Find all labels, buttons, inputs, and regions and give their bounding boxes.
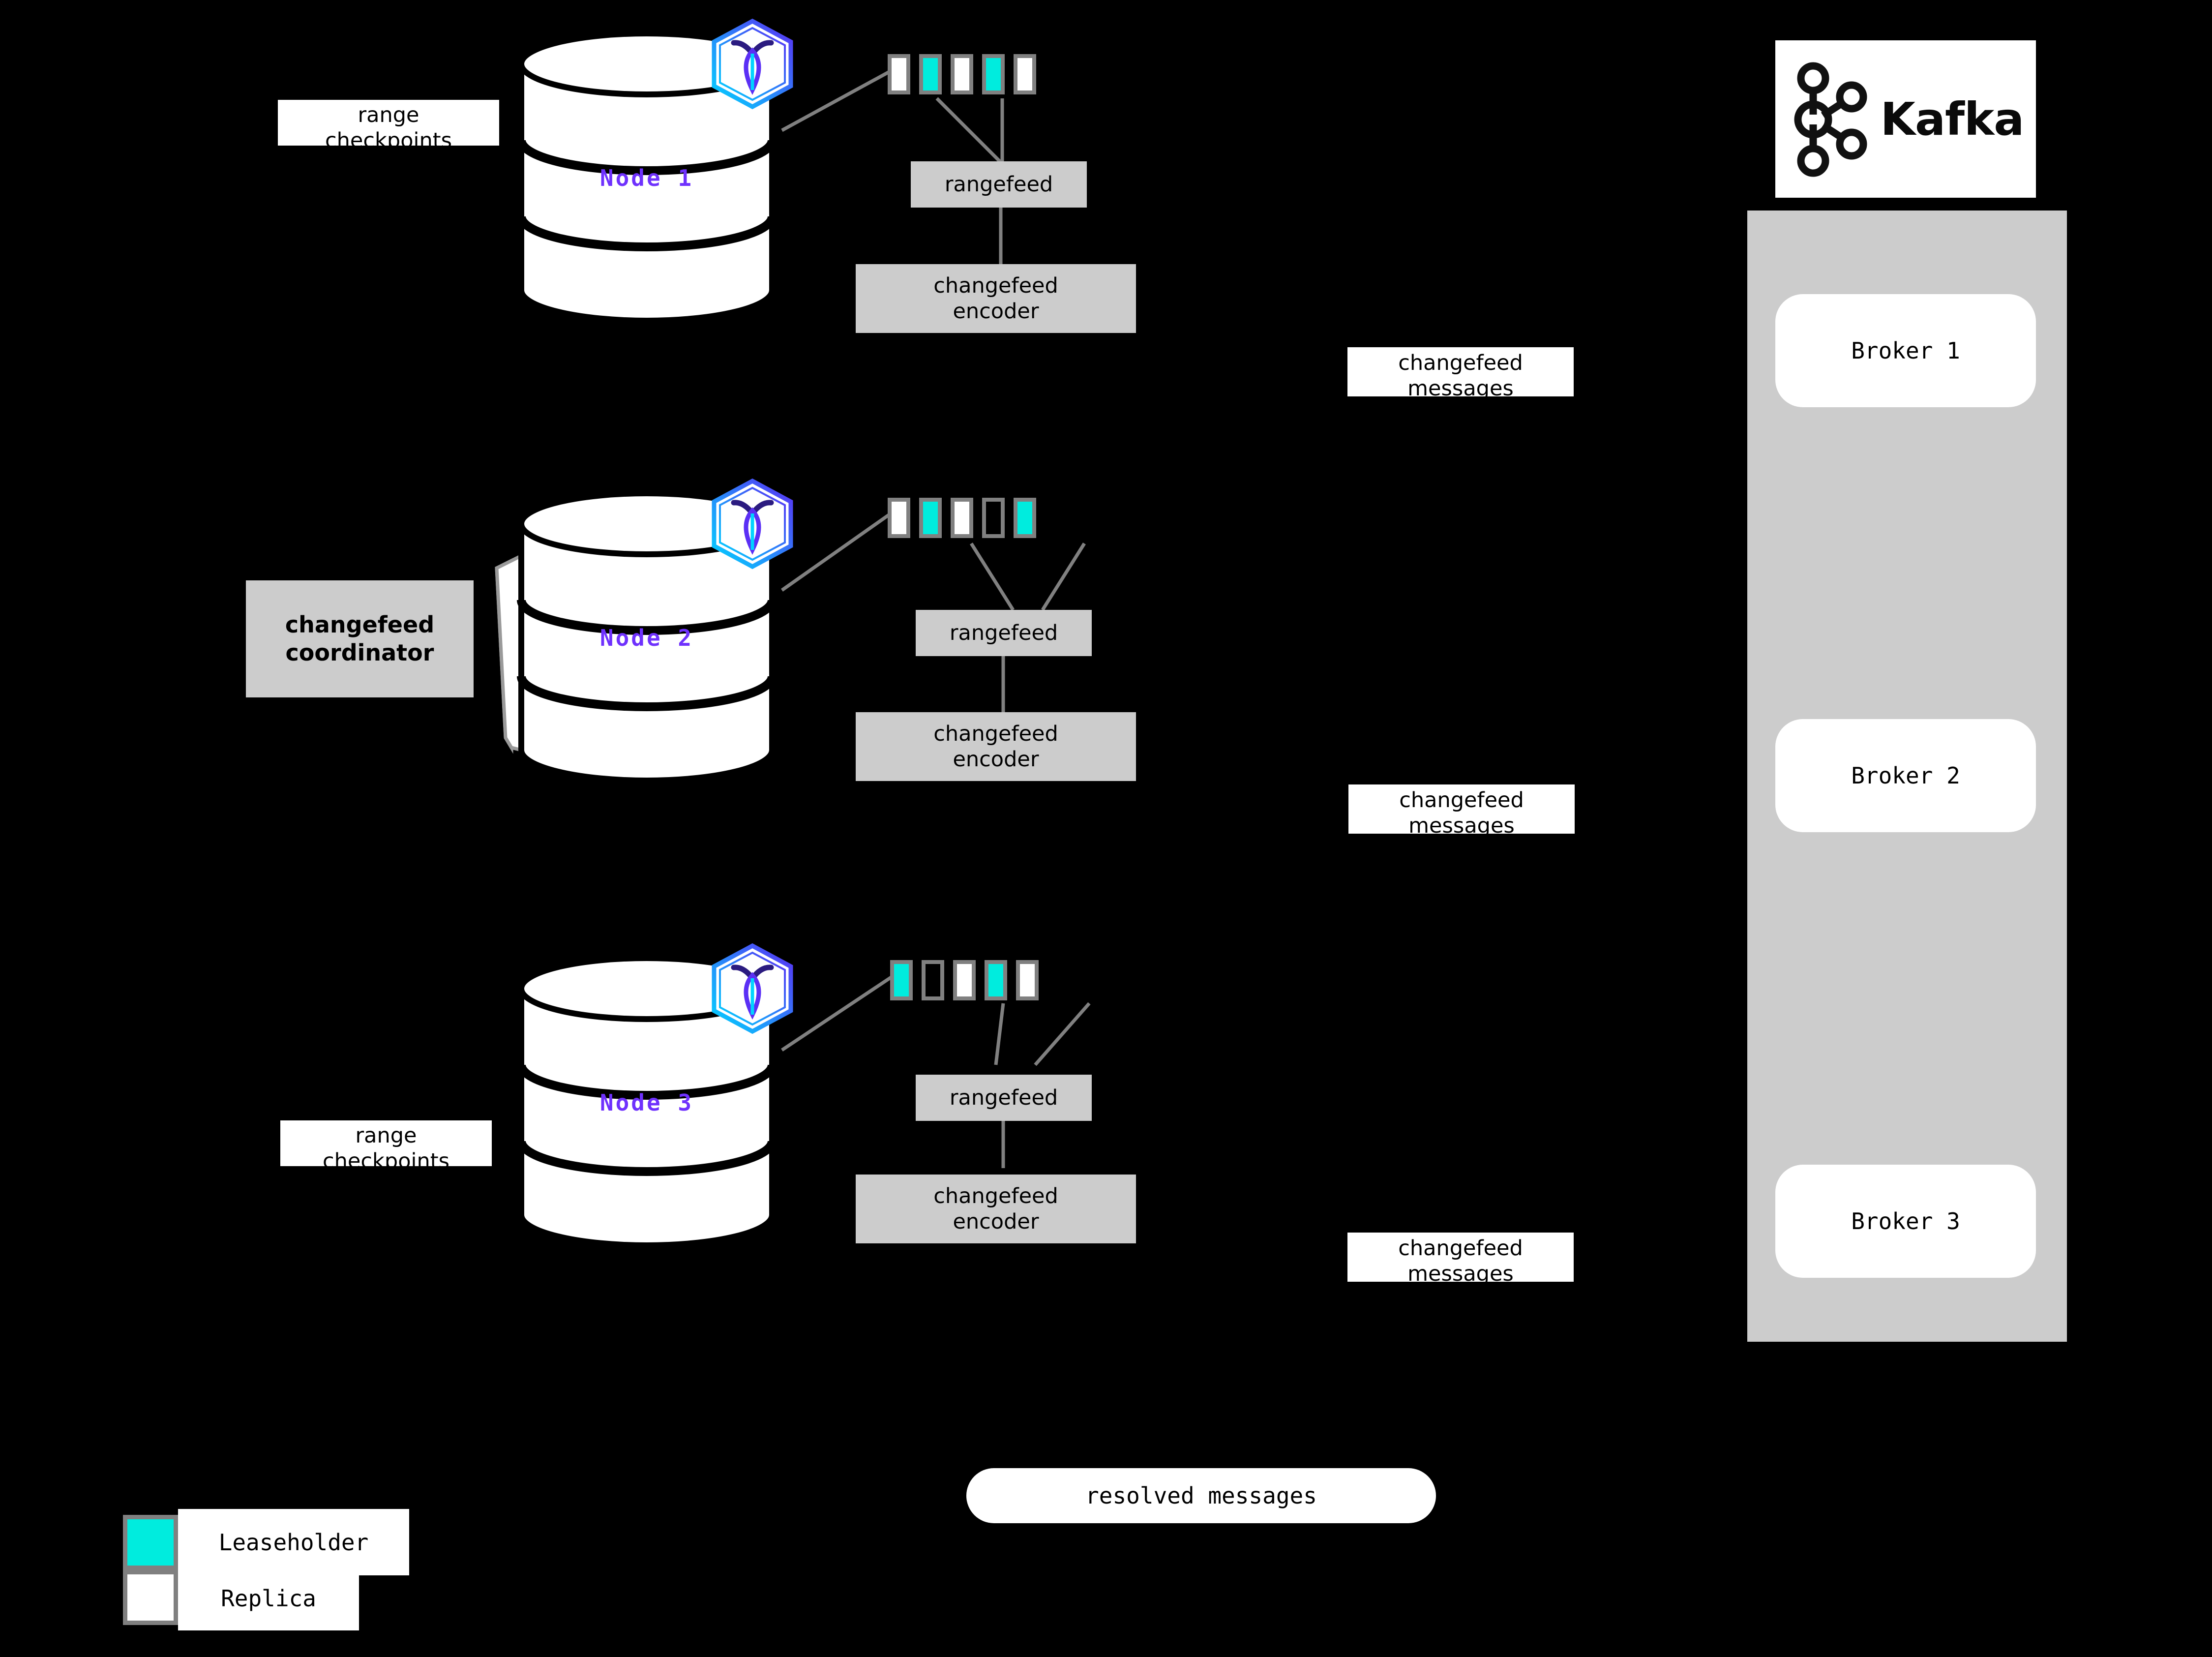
node-2-rangefeed-box: rangefeed bbox=[916, 610, 1092, 656]
legend-label-leaseholder: Leaseholder bbox=[178, 1509, 409, 1575]
range-box bbox=[1016, 960, 1039, 1000]
range-box bbox=[888, 498, 910, 538]
range-box bbox=[888, 54, 910, 94]
database-cylinder-icon bbox=[516, 954, 777, 1249]
changefeed-messages-label-1: changefeed messages bbox=[1347, 347, 1574, 401]
changefeed-messages-label-2: changefeed messages bbox=[1348, 784, 1575, 838]
range-box bbox=[982, 54, 1005, 94]
node-1-rangefeed-box: rangefeed bbox=[911, 161, 1087, 208]
range-box bbox=[919, 54, 942, 94]
resolved-messages-pill: resolved messages bbox=[966, 1468, 1436, 1523]
node-1-ranges bbox=[888, 54, 1045, 94]
range-box bbox=[985, 960, 1007, 1000]
cockroachdb-logo-icon bbox=[708, 17, 797, 111]
range-box bbox=[953, 960, 976, 1000]
kafka-node-graph-icon bbox=[1794, 62, 1867, 177]
legend-label-replica: Replica bbox=[178, 1567, 359, 1630]
node-2-encoder-box: changefeed encoder bbox=[856, 712, 1136, 781]
range-box bbox=[951, 498, 973, 538]
kafka-inbound-arrow bbox=[2068, 339, 2100, 366]
node-2-label: Node 2 bbox=[599, 625, 694, 651]
node-1-group: Node 1 bbox=[516, 30, 777, 325]
cockroachdb-logo-icon bbox=[708, 942, 797, 1035]
range-box bbox=[1014, 498, 1036, 538]
broker-3[interactable]: Broker 3 bbox=[1775, 1165, 2036, 1278]
changefeed-coordinator-box: changefeed coordinator bbox=[246, 580, 474, 697]
node-1-label: Node 1 bbox=[599, 165, 694, 191]
changefeed-messages-label-3: changefeed messages bbox=[1347, 1233, 1574, 1286]
node-1-range-checkpoints-caption: range checkpoints bbox=[278, 100, 499, 153]
cockroachdb-logo-icon bbox=[708, 477, 797, 571]
legend-swatch-leaseholder bbox=[123, 1515, 178, 1570]
node-3-group: Node 3 bbox=[516, 954, 777, 1249]
kafka-wordmark: Kafka bbox=[1880, 92, 2025, 146]
range-box bbox=[919, 498, 942, 538]
range-box bbox=[982, 498, 1005, 538]
node-3-rangefeed-box: rangefeed bbox=[916, 1075, 1092, 1121]
range-box bbox=[890, 960, 913, 1000]
broker-2[interactable]: Broker 2 bbox=[1775, 719, 2036, 832]
node-3-label: Node 3 bbox=[599, 1089, 694, 1116]
kafka-logo: Kafka bbox=[1775, 40, 2036, 198]
database-cylinder-icon bbox=[516, 30, 777, 325]
range-box bbox=[922, 960, 944, 1000]
node-1-encoder-box: changefeed encoder bbox=[856, 264, 1136, 333]
node-3-ranges bbox=[890, 960, 1047, 1000]
range-box bbox=[1014, 54, 1036, 94]
legend-swatch-replica bbox=[123, 1570, 178, 1625]
node-3-range-checkpoints-caption: range checkpoints bbox=[280, 1120, 492, 1174]
broker-1[interactable]: Broker 1 bbox=[1775, 294, 2036, 407]
node-3-encoder-box: changefeed encoder bbox=[856, 1175, 1136, 1243]
range-box bbox=[951, 54, 973, 94]
node-2-ranges bbox=[888, 498, 1045, 538]
